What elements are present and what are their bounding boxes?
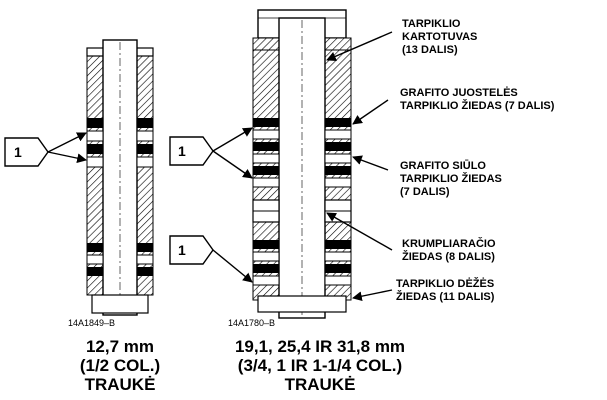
large-top-leader-lower: [212, 150, 253, 179]
leader-graphite-ribbon: [352, 99, 389, 125]
large-upper-rings: [252, 118, 352, 188]
leader-lantern-ring: [326, 212, 393, 251]
small-assembly: 1: [4, 39, 154, 316]
large-bottom-leader: [212, 249, 253, 283]
small-lower-rings: [86, 243, 154, 276]
small-bottom-flange: [91, 294, 149, 314]
small-leader-upper: [47, 132, 87, 153]
small-upper-rings: [86, 118, 154, 168]
leader-graphite-filament: [352, 155, 389, 171]
callout-lantern-ring: KRUMPLIARAČIO ŽIEDAS (8 DALIS): [402, 238, 496, 263]
small-flag: [4, 137, 49, 167]
large-packing-box-ring: [257, 295, 347, 313]
figure-id-large: 14A1780–B: [228, 318, 276, 328]
large-lower-rings: [252, 240, 352, 286]
large-top-flag-number: 1: [178, 143, 186, 159]
callout-packing-box-ring: TARPIKLIO DĖŽĖS ŽIEDAS (11 DALIS): [396, 278, 495, 303]
leader-packing-box-ring: [352, 289, 393, 302]
large-assembly: 1 1: [169, 9, 393, 319]
leader-packing-follower: [326, 31, 393, 62]
callout-packing-follower: TARPIKLIO KARTOTUVAS (13 DALIS): [402, 18, 478, 56]
large-top-flag: [169, 136, 214, 166]
figure-id-small: 14A1849–B: [68, 318, 116, 328]
small-flag-number: 1: [14, 144, 22, 160]
large-bottom-flag: [169, 235, 214, 265]
caption-large-stem: 19,1, 25,4 IR 31,8 mm (3/4, 1 IR 1-1/4 C…: [234, 337, 406, 394]
large-bottom-flag-number: 1: [178, 242, 186, 258]
small-leader-lower: [47, 151, 87, 163]
large-top-leader-upper: [212, 127, 253, 152]
callout-graphite-ribbon-ring: GRAFITO JUOSTELĖS TARPIKLIO ŽIEDAS (7 DA…: [400, 87, 555, 112]
caption-small-stem: 12,7 mm (1/2 COL.) TRAUKĖ: [79, 337, 161, 394]
callout-graphite-filament-ring: GRAFITO SIŪLO TARPIKLIO ŽIEDAS (7 DALIS): [400, 160, 502, 198]
